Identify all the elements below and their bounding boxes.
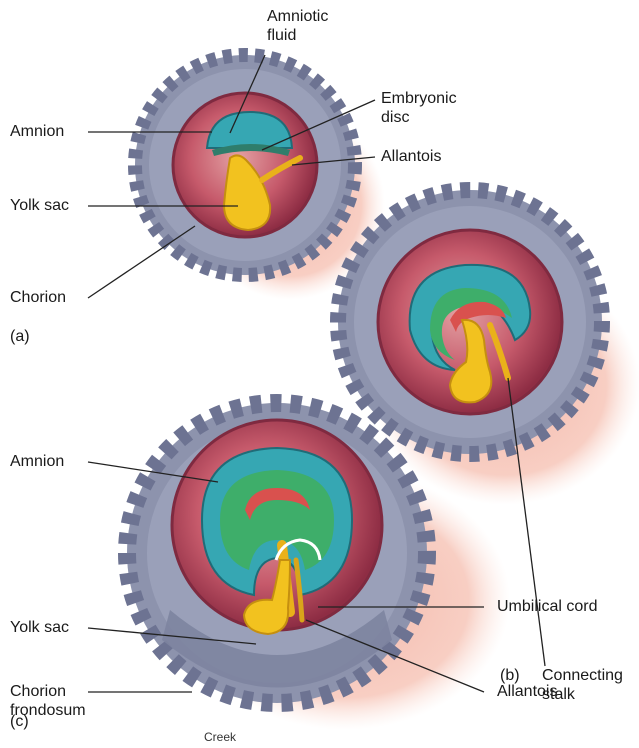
- label-allantois-a: Allantois: [381, 147, 441, 166]
- label-amnion-c: Amnion: [10, 452, 64, 471]
- label-allantois-c: Allantois: [497, 682, 557, 701]
- label-chorion-a: Chorion: [10, 288, 66, 307]
- label-amnion-a: Amnion: [10, 122, 64, 141]
- credit-text: Creek: [204, 730, 236, 744]
- label-amniotic-fluid: Amniotic fluid: [267, 7, 328, 45]
- label-yolk-sac-c: Yolk sac: [10, 618, 69, 637]
- label-embryonic-disc: Embryonic disc: [381, 89, 457, 127]
- label-yolk-sac-a: Yolk sac: [10, 196, 69, 215]
- label-panel-c: (c): [10, 712, 29, 731]
- label-umbilical-cord: Umbilical cord: [497, 597, 597, 616]
- label-panel-a: (a): [10, 327, 30, 346]
- leader-chorion-a: [88, 226, 195, 298]
